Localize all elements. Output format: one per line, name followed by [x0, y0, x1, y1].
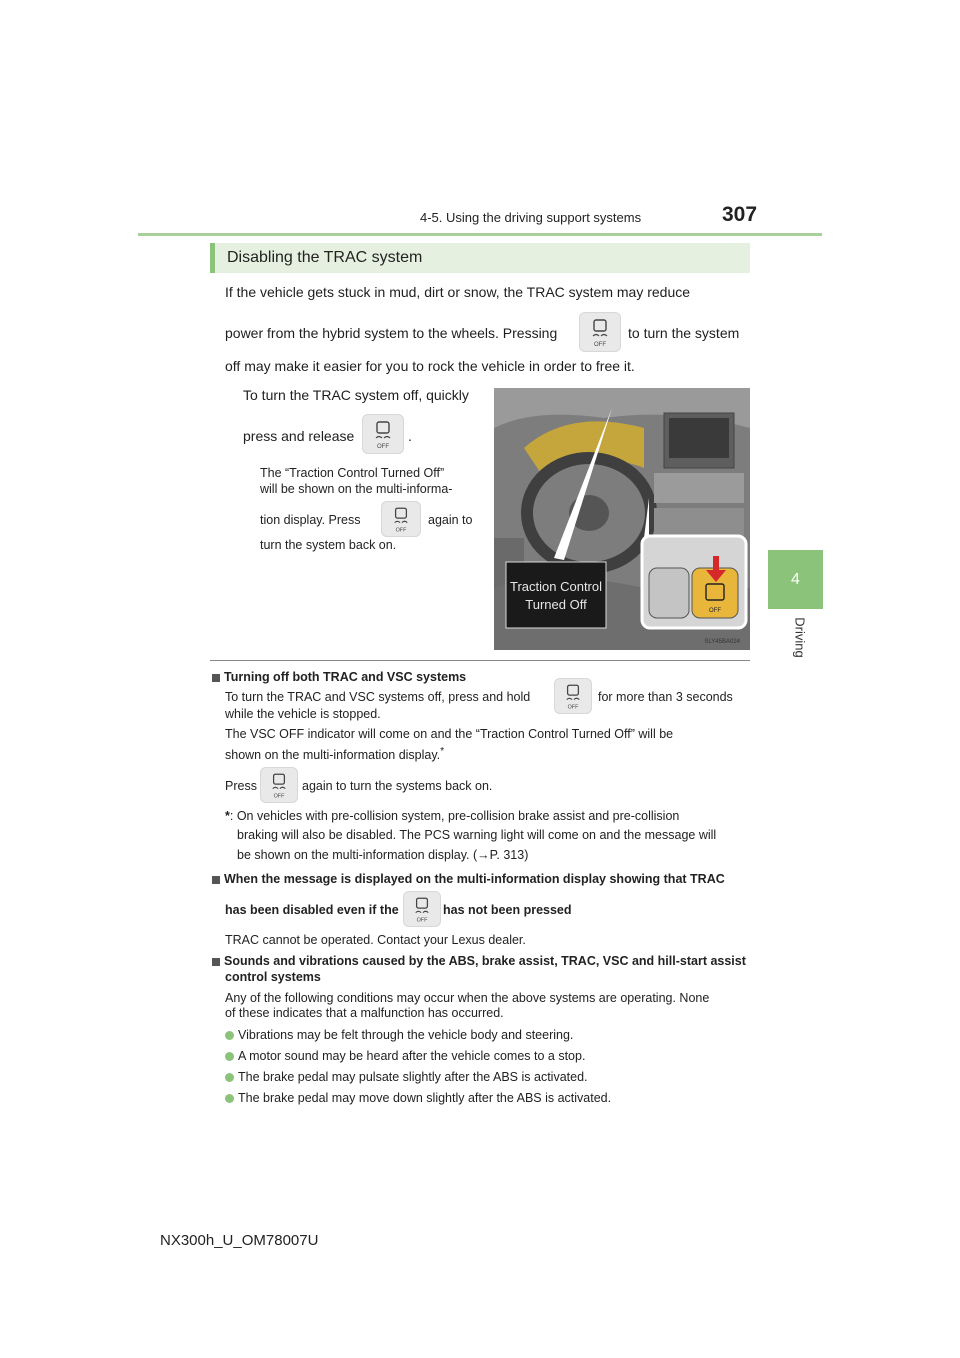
- vsc-off-switch-icon: OFF: [579, 312, 621, 352]
- chapter-label: Driving: [792, 617, 808, 658]
- block1-title: Turning off both TRAC and VSC systems: [212, 670, 466, 684]
- asterisk-mark: *: [440, 746, 445, 757]
- note-line-4: turn the system back on.: [260, 538, 397, 552]
- note-line-1: The “Traction Control Turned Off”: [260, 466, 445, 480]
- block3-body-line2: of these indicates that a malfunction ha…: [225, 1006, 504, 1020]
- block2-body: TRAC cannot be operated. Contact your Le…: [225, 933, 526, 947]
- section-divider: [210, 660, 750, 661]
- intro-line-3: off may make it easier for you to rock t…: [225, 358, 635, 374]
- note-line-3-before: tion display. Press: [260, 513, 361, 527]
- vsc-off-glyph: OFF: [415, 897, 429, 924]
- intro-line-2-after: to turn the system: [628, 325, 740, 341]
- dashboard-drawing: Traction Control Turned Off OFF SLY45BA0…: [494, 388, 750, 650]
- bullet-dot-icon: [225, 1073, 234, 1083]
- block2-title-line1: When the message is displayed on the mul…: [212, 872, 725, 886]
- square-bullet-icon: [212, 875, 220, 884]
- vsc-off-switch-icon: OFF: [403, 891, 441, 927]
- intro-line-1: If the vehicle gets stuck in mud, dirt o…: [225, 284, 691, 300]
- header-section-title: 4-5. Using the driving support systems: [420, 210, 642, 225]
- list-item: A motor sound may be heard after the veh…: [225, 1049, 585, 1063]
- block2-title-line2-before: has been disabled even if the: [225, 903, 399, 917]
- block1-line4: shown on the multi-information display.*: [225, 746, 445, 763]
- block3-title-line1: Sounds and vibrations caused by the ABS,…: [212, 954, 746, 968]
- block1-footnote-line1: *: On vehicles with pre-collision system…: [225, 809, 680, 823]
- list-item: Vibrations may be felt through the vehic…: [225, 1028, 573, 1042]
- svg-text:OFF: OFF: [568, 705, 579, 711]
- vsc-off-switch-icon: OFF: [381, 501, 421, 537]
- vsc-off-switch-icon: OFF: [362, 414, 404, 454]
- list-item: The brake pedal may pulsate slightly aft…: [225, 1070, 588, 1084]
- section-heading-text: Disabling the TRAC system: [227, 249, 423, 266]
- svg-text:OFF: OFF: [709, 608, 721, 614]
- block3-title-line2: control systems: [225, 970, 321, 984]
- vsc-off-glyph: OFF: [272, 773, 286, 800]
- block1-line3: The VSC OFF indicator will come on and t…: [225, 727, 674, 741]
- bullet-dot-icon: [225, 1031, 234, 1041]
- vsc-off-glyph: OFF: [375, 421, 391, 450]
- svg-text:OFF: OFF: [396, 528, 407, 534]
- chapter-tab: 4: [768, 550, 823, 609]
- block1-line2: while the vehicle is stopped.: [225, 707, 381, 721]
- square-bullet-icon: [212, 957, 220, 966]
- intro-line-2-before: power from the hybrid system to the whee…: [225, 325, 558, 341]
- svg-text:OFF: OFF: [594, 342, 606, 348]
- chapter-number: 4: [791, 571, 800, 588]
- svg-text:Turned Off: Turned Off: [525, 597, 587, 612]
- instruction-line-2-after: .: [408, 428, 412, 444]
- list-item: The brake pedal may move down slightly a…: [225, 1091, 611, 1105]
- svg-text:Traction Control: Traction Control: [510, 579, 602, 594]
- block1-line1-after: for more than 3 seconds: [598, 690, 733, 704]
- block1-line5-before: Press: [225, 779, 257, 793]
- footnote-asterisk: *: [225, 809, 230, 823]
- document-code: NX300h_U_OM78007U: [160, 1232, 319, 1249]
- instruction-line-2-before: press and release: [243, 428, 355, 444]
- chapter-label-wrap: Driving: [790, 600, 810, 680]
- vsc-off-switch-icon: OFF: [554, 678, 592, 714]
- vsc-off-switch-icon: OFF: [260, 767, 298, 803]
- vsc-off-glyph: OFF: [592, 319, 608, 348]
- section-heading: Disabling the TRAC system: [210, 243, 750, 273]
- vsc-off-glyph: OFF: [566, 684, 580, 711]
- block1-footnote-line2: braking will also be disabled. The PCS w…: [237, 828, 717, 842]
- svg-text:OFF: OFF: [417, 918, 428, 924]
- page-number: 307: [722, 203, 758, 226]
- svg-text:OFF: OFF: [377, 444, 389, 450]
- vsc-off-glyph: OFF: [394, 507, 408, 534]
- svg-text:OFF: OFF: [274, 794, 285, 800]
- note-line-3-after: again to: [428, 513, 473, 527]
- bullet-dot-icon: [225, 1052, 234, 1062]
- svg-text:SLY45BA024: SLY45BA024: [704, 639, 740, 645]
- block3-body-line1: Any of the following conditions may occu…: [225, 991, 710, 1005]
- instruction-line-1: To turn the TRAC system off, quickly: [243, 387, 469, 403]
- square-bullet-icon: [212, 673, 220, 682]
- block1-footnote-line3: be shown on the multi-information displa…: [237, 848, 529, 862]
- note-line-2: will be shown on the multi-informa-: [260, 482, 453, 496]
- bullet-dot-icon: [225, 1094, 234, 1104]
- header-divider: [138, 233, 822, 236]
- block1-line5-after: again to turn the systems back on.: [302, 779, 493, 793]
- block1-line1-before: To turn the TRAC and VSC systems off, pr…: [225, 690, 531, 704]
- dashboard-illustration: Traction Control Turned Off OFF SLY45BA0…: [494, 388, 750, 650]
- block2-title-line2-after: has not been pressed: [443, 903, 572, 917]
